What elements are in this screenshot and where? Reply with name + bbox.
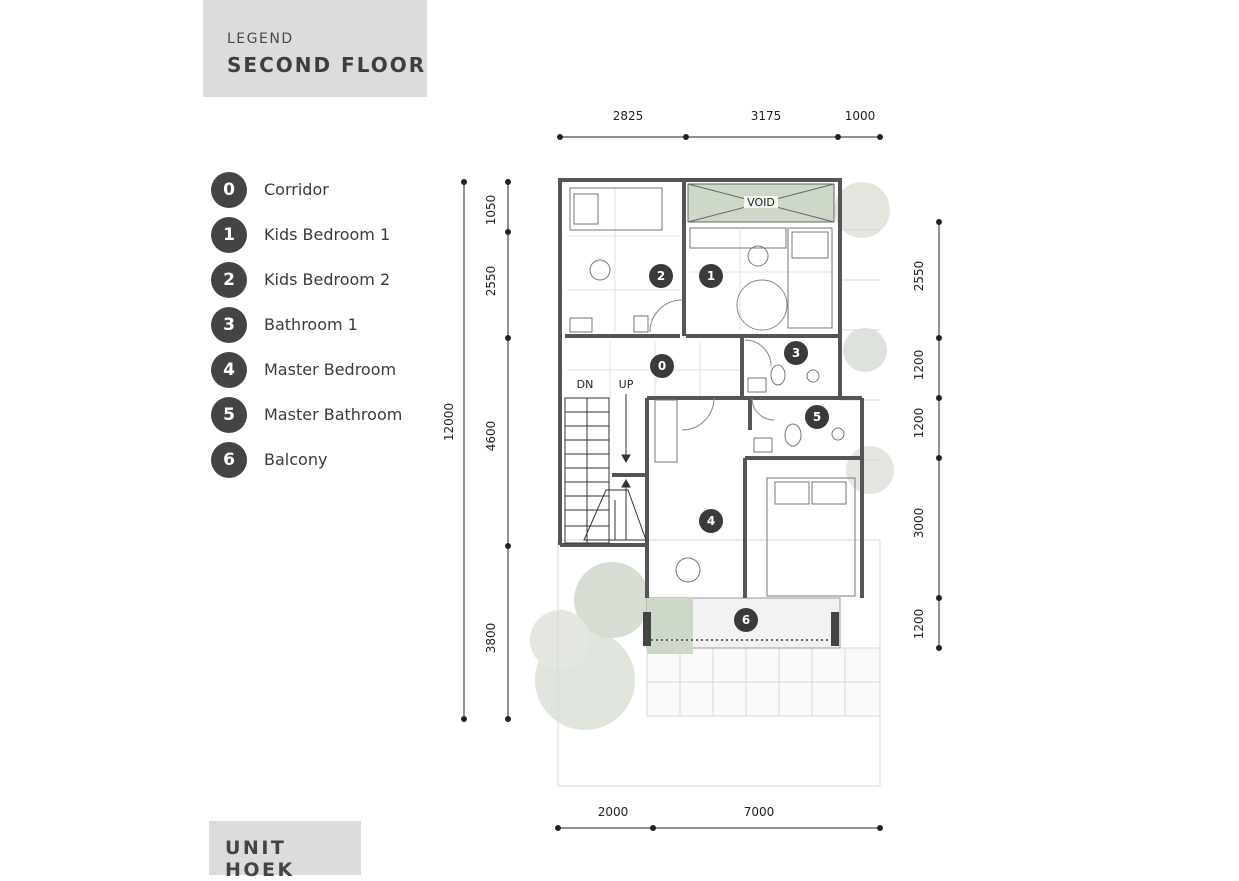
void-area: VOID <box>687 183 835 223</box>
room-marker-number: 4 <box>707 514 715 528</box>
room-marker-kids-bedroom-2: 2 <box>649 264 673 288</box>
walls <box>558 178 864 598</box>
room-marker-number: 2 <box>657 269 665 283</box>
dimension-label: 1200 <box>912 408 926 439</box>
room-marker-number: 5 <box>813 410 821 424</box>
legend-item-master-bedroom: 4 Master Bedroom <box>211 352 451 388</box>
room-marker-number: 6 <box>742 613 750 627</box>
legend-number-badge: 3 <box>211 307 247 343</box>
paving-grid <box>557 229 881 787</box>
legend-label: LEGEND <box>227 31 294 47</box>
legend-number-badge: 0 <box>211 172 247 208</box>
dimension-label: 1000 <box>845 109 876 123</box>
void-label: VOID <box>747 196 775 209</box>
legend-item-bathroom-1: 3 Bathroom 1 <box>211 307 451 343</box>
room-marker-bathroom-1: 3 <box>784 341 808 365</box>
room-markers: 2 1 0 3 5 4 6 <box>649 264 829 632</box>
legend-item-master-bathroom: 5 Master Bathroom <box>211 397 451 433</box>
legend-header: LEGEND SECOND FLOOR <box>203 0 427 97</box>
room-marker-corridor: 0 <box>650 354 674 378</box>
room-marker-master-bedroom: 4 <box>699 509 723 533</box>
legend-item-kids-bedroom-2: 2 Kids Bedroom 2 <box>211 262 451 298</box>
dimension-label: 2000 <box>598 805 629 819</box>
legend-number-badge: 1 <box>211 217 247 253</box>
room-marker-number: 0 <box>658 359 666 373</box>
dimension-label: 12000 <box>442 403 456 441</box>
legend-item-label: Balcony <box>264 450 328 469</box>
legend-number-badge: 6 <box>211 442 247 478</box>
legend-item-label: Master Bathroom <box>264 405 403 424</box>
staircase: DN UP <box>564 378 647 544</box>
legend-item-label: Kids Bedroom 2 <box>264 270 391 289</box>
furniture <box>569 187 856 597</box>
dimension-lines <box>461 134 942 831</box>
floor-tile-grid <box>567 187 832 398</box>
room-marker-balcony: 6 <box>734 608 758 632</box>
legend-item-balcony: 6 Balcony <box>211 442 451 478</box>
room-marker-number: 3 <box>792 346 800 360</box>
door-swings <box>649 279 788 431</box>
dimension-label: 2550 <box>912 261 926 292</box>
room-marker-number: 1 <box>707 269 715 283</box>
dimension-label: 3000 <box>912 508 926 539</box>
legend-item-kids-bedroom-1: 1 Kids Bedroom 1 <box>211 217 451 253</box>
dimension-label: 2550 <box>484 266 498 297</box>
dimension-label: 7000 <box>744 805 775 819</box>
legend-item-label: Bathroom 1 <box>264 315 358 334</box>
room-marker-master-bathroom: 5 <box>805 405 829 429</box>
dimension-labels: 2825 3175 1000 2000 7000 12000 1050 2550… <box>442 109 926 819</box>
dimension-label: 2825 <box>613 109 644 123</box>
unit-label-box: UNIT HOEK <box>209 821 361 881</box>
legend-number-badge: 5 <box>211 397 247 433</box>
legend-item-label: Kids Bedroom 1 <box>264 225 391 244</box>
sanitary-fixtures <box>747 364 845 453</box>
stair-up-label: UP <box>619 378 634 391</box>
legend-number-badge: 2 <box>211 262 247 298</box>
dimension-label: 4600 <box>484 421 498 452</box>
legend-item-label: Corridor <box>264 180 329 199</box>
room-marker-kids-bedroom-1: 1 <box>699 264 723 288</box>
dimension-label: 1200 <box>912 350 926 381</box>
dimension-label: 3175 <box>751 109 782 123</box>
dimension-label: 3800 <box>484 623 498 654</box>
stair-down-label: DN <box>577 378 594 391</box>
legend-item-corridor: 0 Corridor <box>211 172 451 208</box>
dimension-label: 1200 <box>912 609 926 640</box>
floor-title: SECOND FLOOR <box>227 53 427 77</box>
dimension-label: 1050 <box>484 195 498 226</box>
legend-number-badge: 4 <box>211 352 247 388</box>
legend-item-label: Master Bedroom <box>264 360 397 379</box>
